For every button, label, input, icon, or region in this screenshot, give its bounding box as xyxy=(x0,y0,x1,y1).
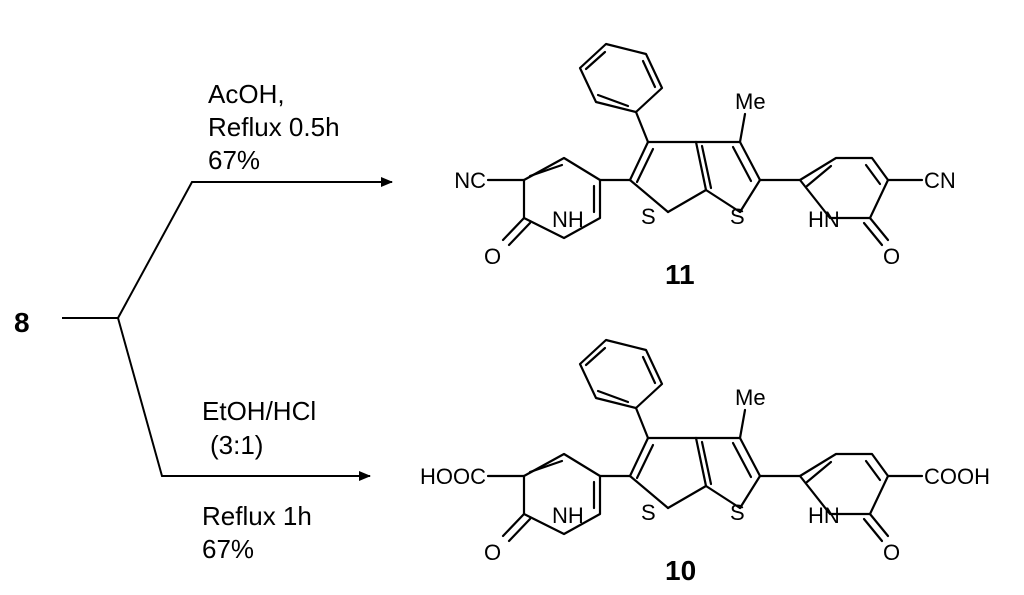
product-11-structure: NC CN Me NH HN O O S S 11 xyxy=(454,42,956,290)
product-10-left-sulfur: S xyxy=(641,500,656,525)
lower-condition-line-1: EtOH/HCl xyxy=(202,396,316,426)
product-10-right-oxygen: O xyxy=(883,540,900,565)
product-11-methyl: Me xyxy=(735,89,766,114)
product-10-structure: HOOC COOH Me NH HN O O S S 10 xyxy=(420,338,990,586)
product-11-label: 11 xyxy=(665,259,695,290)
upper-condition-line-1: AcOH, xyxy=(208,79,285,109)
lower-conditions: EtOH/HCl (3:1) Reflux 1h 67% xyxy=(202,396,316,564)
upper-conditions: AcOH, Reflux 0.5h 67% xyxy=(208,79,340,175)
lower-reaction-arrow xyxy=(117,317,371,481)
lower-condition-line-4: 67% xyxy=(202,534,254,564)
product-11-right-nh: HN xyxy=(808,207,840,232)
upper-condition-line-3: 67% xyxy=(208,145,260,175)
product-11-left-oxygen: O xyxy=(484,244,501,269)
starting-material-label: 8 xyxy=(14,307,30,338)
product-10-right-group: COOH xyxy=(924,464,990,489)
product-10-right-sulfur: S xyxy=(730,500,745,525)
product-10-left-oxygen: O xyxy=(484,540,501,565)
product-11-right-group: CN xyxy=(924,168,956,193)
product-11-left-nh: NH xyxy=(552,207,584,232)
upper-condition-line-2: Reflux 0.5h xyxy=(208,112,340,142)
product-10-right-nh: HN xyxy=(808,503,840,528)
product-10-left-group: HOOC xyxy=(420,464,486,489)
product-10-label: 10 xyxy=(665,555,696,586)
product-10-methyl: Me xyxy=(735,385,766,410)
upper-reaction-arrow xyxy=(117,177,393,319)
product-11-right-sulfur: S xyxy=(730,204,745,229)
lower-condition-line-3: Reflux 1h xyxy=(202,501,312,531)
product-11-left-group: NC xyxy=(454,168,486,193)
product-11-left-sulfur: S xyxy=(641,204,656,229)
product-10-left-nh: NH xyxy=(552,503,584,528)
lower-condition-line-2: (3:1) xyxy=(210,430,263,460)
product-11-right-oxygen: O xyxy=(883,244,900,269)
